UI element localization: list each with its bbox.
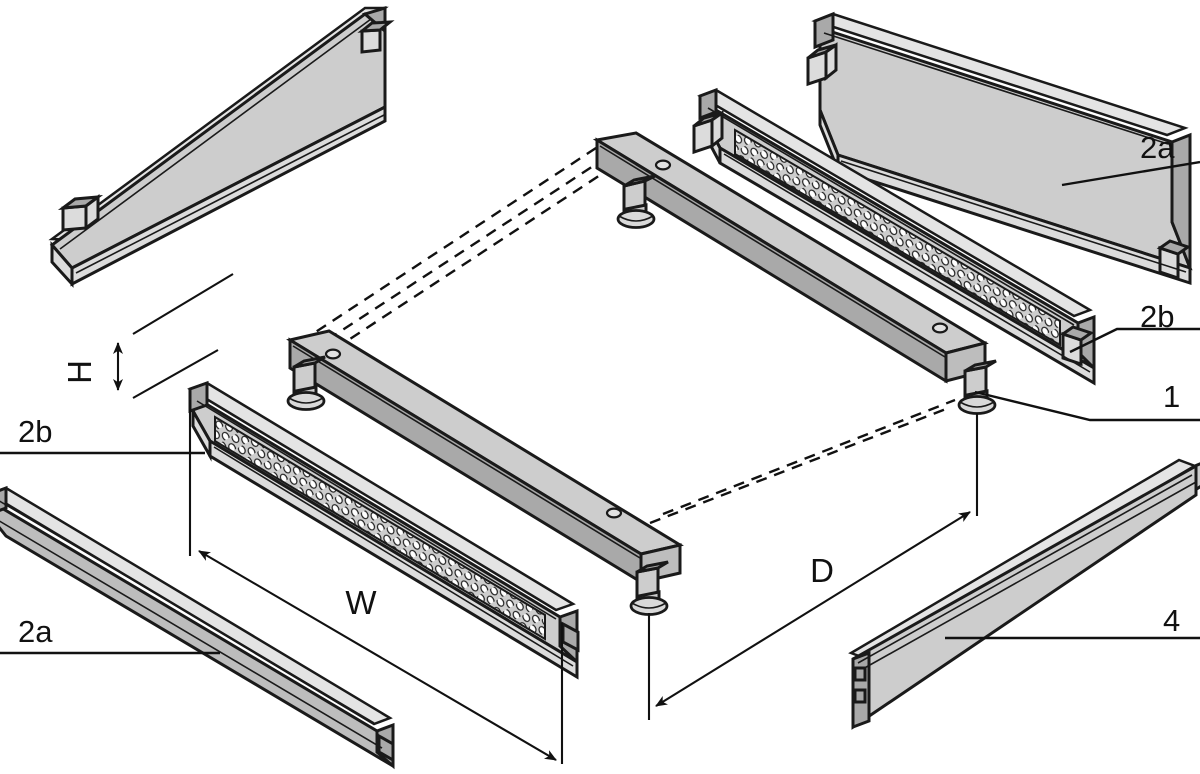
dimension-H-label: H [61, 360, 98, 384]
frame-foot-left [286, 355, 326, 411]
callout-1-right-label: 1 [1163, 379, 1180, 414]
callout-4-right-label: 4 [1163, 603, 1180, 638]
part-panel-perforated-top [692, 87, 1096, 386]
dimension-W-label: W [345, 584, 377, 621]
dimension-H [113, 273, 234, 399]
part-panel-top-left [48, 5, 395, 288]
callout-2b-right-label: 2b [1140, 299, 1174, 334]
callout-2a-left-label: 2a [18, 614, 53, 649]
dimension-D [647, 413, 979, 720]
callout-labels: 2a 2b 1 4 2b 2a [18, 130, 1180, 649]
callout-2a-right-label: 2a [1140, 130, 1175, 165]
part-base-frame [286, 131, 997, 616]
dimension-labels: H W D [61, 360, 834, 621]
leader-lines [0, 160, 1200, 655]
part-panel-top-right [806, 11, 1193, 286]
frame-foot-back [616, 174, 656, 229]
callout-2b-left-label: 2b [18, 414, 52, 449]
dimension-W [188, 400, 564, 764]
dimension-D-label: D [810, 552, 834, 589]
